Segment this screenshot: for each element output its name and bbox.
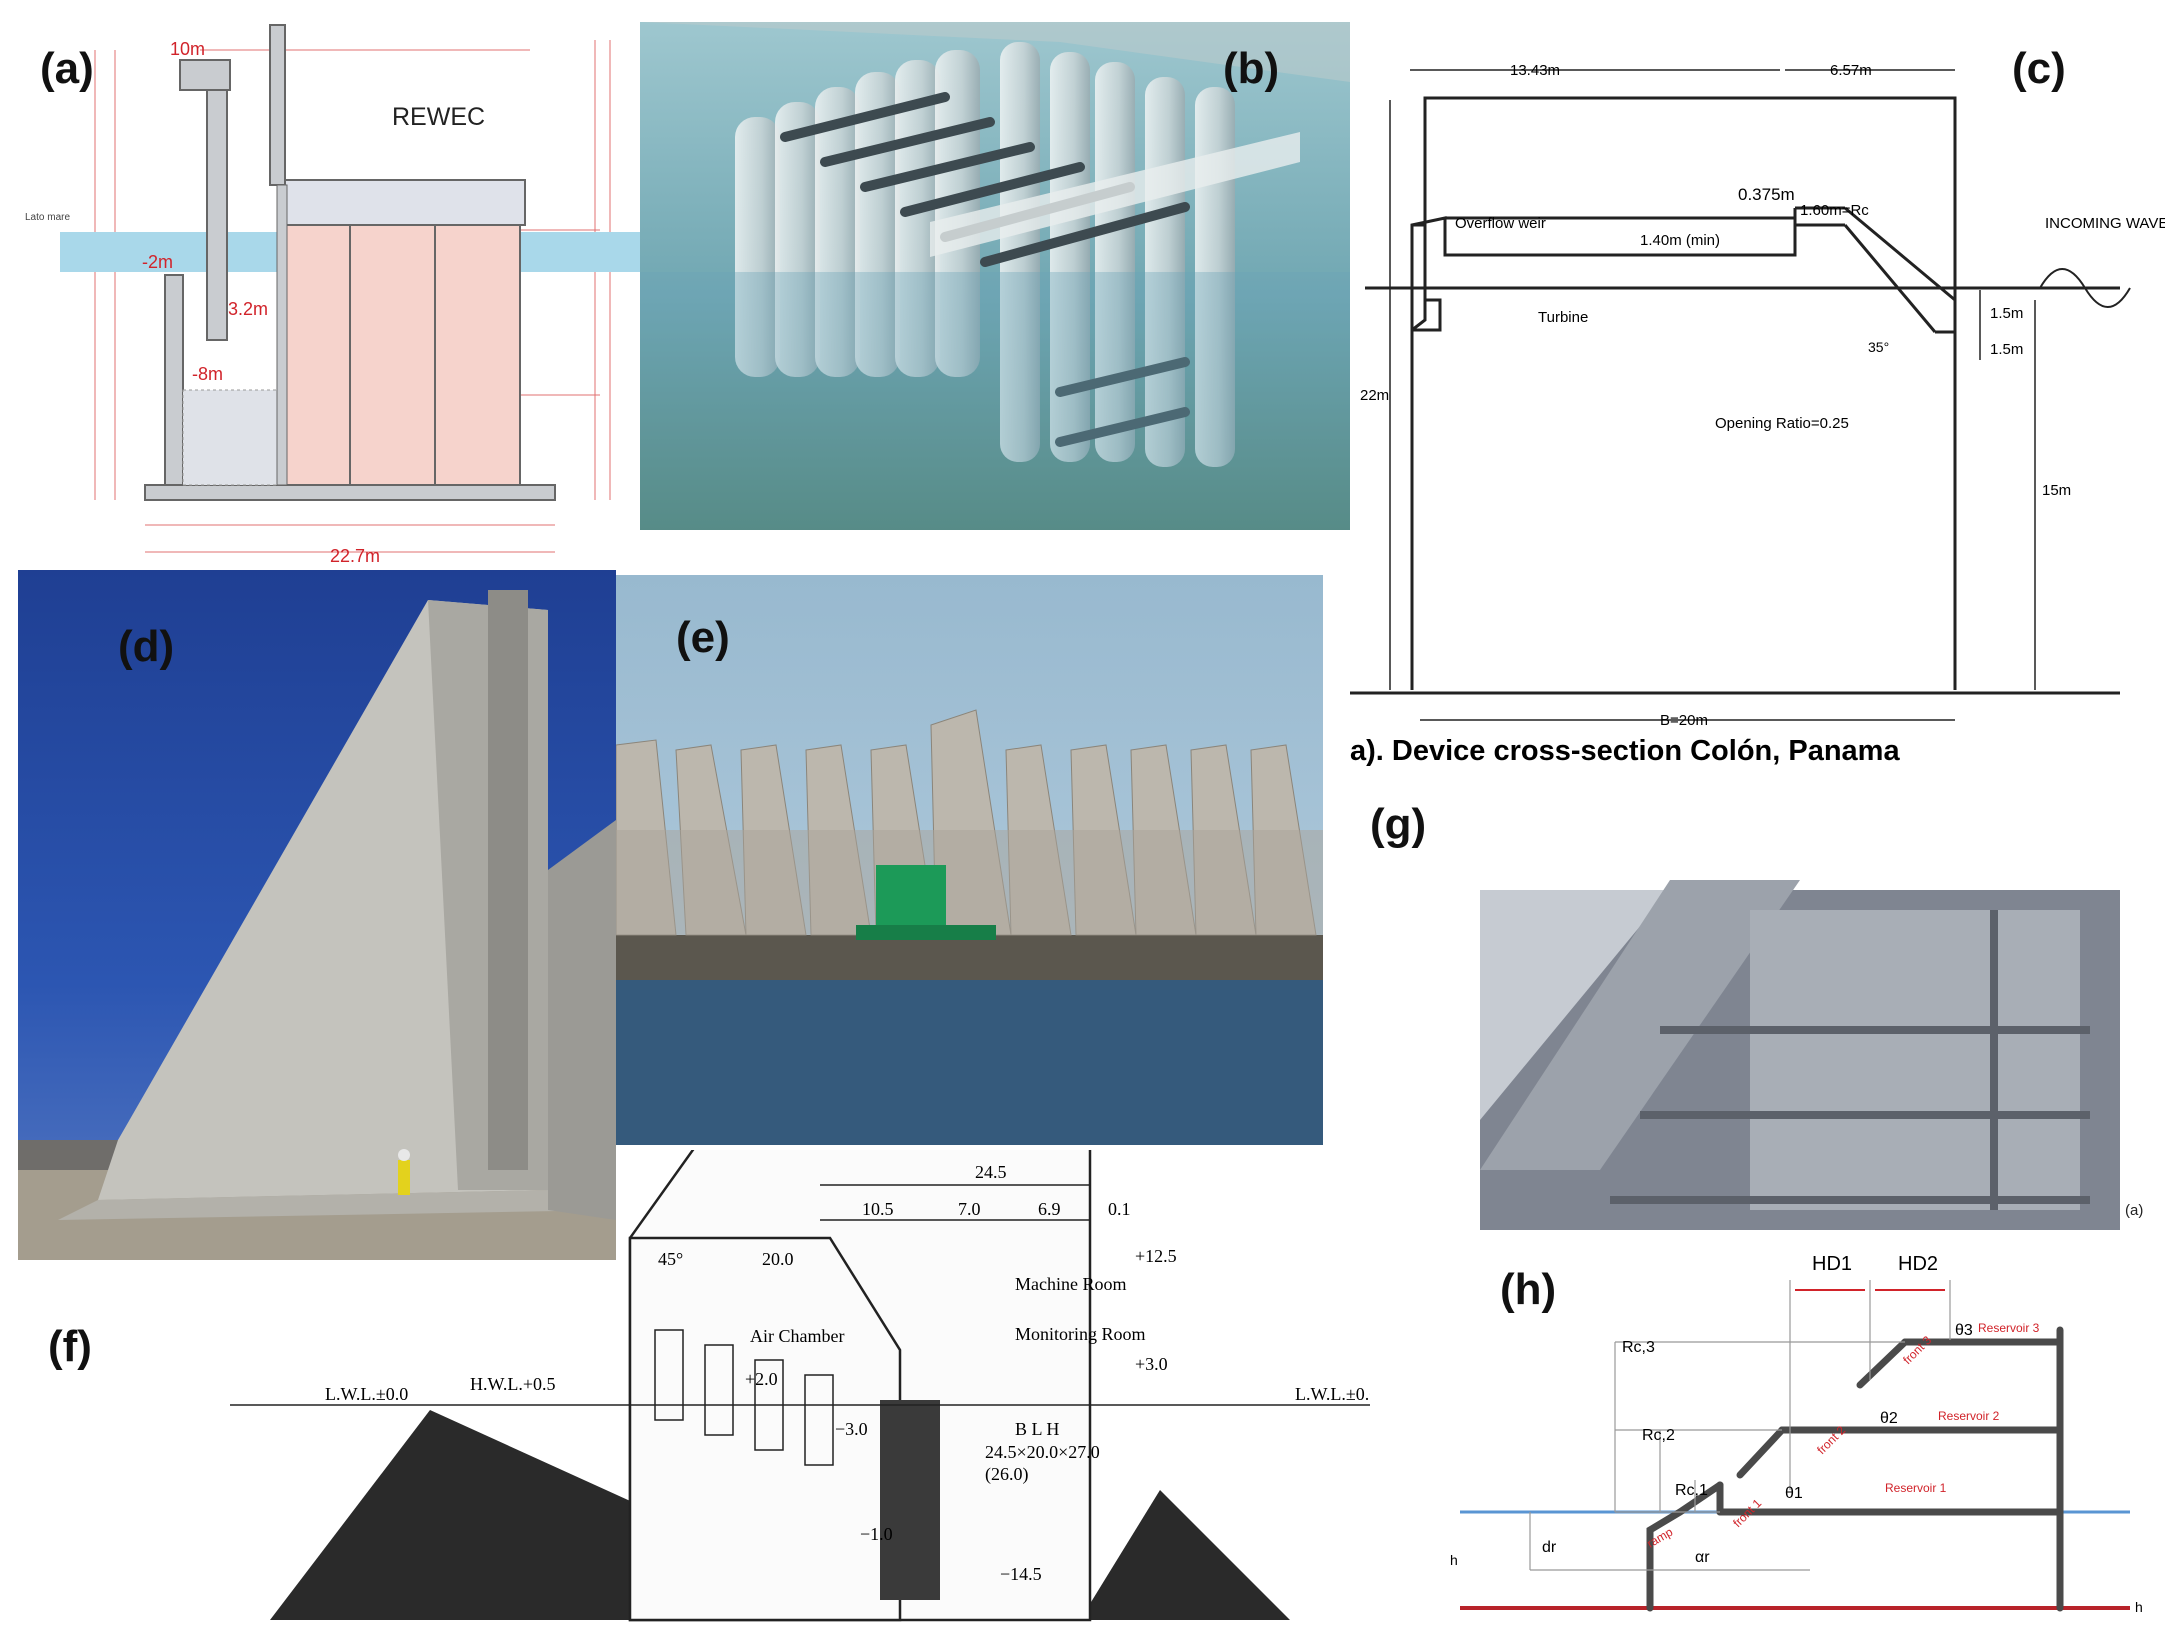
harbour-photo [616, 709, 1323, 1145]
panel-d: (d) [18, 570, 616, 1260]
sea-label: Lato mare [25, 212, 70, 223]
f-dim-245: 24.5 [975, 1162, 1007, 1182]
dim-rc: 1.60m=Rc [1800, 202, 1869, 219]
label-f: (f) [48, 1322, 92, 1371]
f-dims-line: 24.5×20.0×27.0 [985, 1442, 1100, 1462]
hwl: H.W.L.+0.5 [470, 1374, 555, 1394]
reservoir1-label: Reservoir 1 [1885, 1481, 1947, 1495]
dr-label: dr [1542, 1539, 1557, 1556]
alpha-label: αr [1695, 1549, 1710, 1566]
h-left-label: h [1450, 1552, 1458, 1568]
f-bhl: B L H [1015, 1419, 1059, 1439]
dim-top: 10m [170, 39, 205, 59]
lwl-right: L.W.L.±0.0 [1295, 1384, 1370, 1404]
sakata-drawing: 24.5 20.0 10.5 7.0 6.9 0.1 45° +12.5 Mac… [230, 1150, 1370, 1622]
f-dim-01: 0.1 [1108, 1199, 1131, 1219]
rc2-label: Rc,2 [1642, 1427, 1675, 1444]
lwl-left: L.W.L.±0.0 [325, 1384, 408, 1404]
front3-label: front 3 [1900, 1333, 1934, 1367]
dim-0375: 0.375m [1738, 185, 1795, 204]
panel-e: (e) [616, 575, 1323, 1145]
breakwater-render [640, 22, 1350, 530]
turbine-label: Turbine [1538, 309, 1588, 326]
h-right-label: h [2135, 1599, 2143, 1615]
rc3-label: Rc,3 [1622, 1339, 1655, 1356]
panel-c: 13.43m 6.57m 0.375m 1.60m=Rc Overflow we… [1350, 0, 2165, 790]
label-d: (d) [118, 622, 175, 671]
f-minus145: −14.5 [1000, 1564, 1042, 1584]
f-dims-paren: (26.0) [985, 1464, 1029, 1485]
angle-35: 35° [1868, 339, 1889, 355]
f-dim-105: 10.5 [862, 1199, 894, 1219]
multilevel-render: (a) [1480, 880, 2143, 1230]
theta3-label: θ3 [1955, 1322, 1973, 1339]
colon-cross-section: 13.43m 6.57m 0.375m 1.60m=Rc Overflow we… [1350, 62, 2165, 767]
f-dim-200: 20.0 [762, 1249, 794, 1269]
hd1-label: HD1 [1812, 1253, 1852, 1275]
dim-15b: 1.5m [1990, 341, 2023, 358]
panel-f: 24.5 20.0 10.5 7.0 6.9 0.1 45° +12.5 Mac… [0, 1150, 1370, 1632]
g-caption: (a) [2125, 1202, 2143, 1219]
label-b: (b) [1223, 44, 1280, 93]
f-plus20: +2.0 [745, 1369, 778, 1389]
reservoir3-label: Reservoir 3 [1978, 1321, 2040, 1335]
dim-15: 15m [2042, 482, 2071, 499]
dim-15a: 1.5m [1990, 305, 2023, 322]
theta2-label: θ2 [1880, 1410, 1898, 1427]
dim-140: 1.40m (min) [1640, 232, 1720, 249]
f-plus30: +3.0 [1135, 1354, 1168, 1374]
colon-caption: a). Device cross-section Colón, Panama [1350, 735, 1900, 767]
panel-b: (b) [640, 22, 1350, 530]
theta1-label: θ1 [1785, 1485, 1803, 1502]
dim-657: 6.57m [1830, 62, 1872, 79]
label-c: (c) [2012, 44, 2066, 93]
overflow-weir-label: Overflow weir [1455, 215, 1546, 232]
dim-3-2: 3.2m [228, 299, 268, 319]
label-a: (a) [40, 44, 94, 93]
machine-room: Machine Room [1015, 1274, 1126, 1294]
opening-ratio: Opening Ratio=0.25 [1715, 415, 1849, 432]
dim-b: B=20m [1660, 712, 1708, 729]
label-g: (g) [1370, 800, 1427, 849]
hd2-label: HD2 [1898, 1253, 1938, 1275]
panel-g: (g) (a) [1370, 790, 2165, 1230]
panel-h: HD1 HD2 Rc,3 Rc,2 Rc,1 θ3 θ2 θ1 Reservoi… [1450, 1230, 2165, 1632]
reservoir2-label: Reservoir 2 [1938, 1409, 2000, 1423]
incoming-wave-label: INCOMING WAVE [2045, 215, 2165, 232]
f-minus100: −1.0 [860, 1524, 893, 1544]
f-dim-70: 7.0 [958, 1199, 981, 1219]
monitoring-room: Monitoring Room [1015, 1324, 1146, 1344]
dim-minus2: -2m [142, 252, 173, 272]
panel-a: 10m REWEC Lato mare -2m 3.2m -8m 22.7m (… [0, 0, 640, 570]
f-plus125: +12.5 [1135, 1246, 1177, 1266]
label-h: (h) [1500, 1265, 1557, 1314]
ssg-schematic: HD1 HD2 Rc,3 Rc,2 Rc,1 θ3 θ2 θ1 Reservoi… [1450, 1253, 2143, 1615]
rc1-label: Rc,1 [1675, 1482, 1708, 1499]
rewec-drawing: 10m REWEC Lato mare -2m 3.2m -8m 22.7m [25, 24, 640, 566]
label-e: (e) [676, 613, 730, 662]
dim-22: 22m [1360, 387, 1389, 404]
f-dim-69: 6.9 [1038, 1199, 1061, 1219]
air-chamber: Air Chamber [750, 1326, 844, 1346]
dim-1343: 13.43m [1510, 62, 1560, 79]
dim-minus8: -8m [192, 364, 223, 384]
f-angle45: 45° [658, 1249, 683, 1269]
f-minus30: −3.0 [835, 1419, 868, 1439]
rewec-title: REWEC [392, 103, 485, 131]
caisson-photo [18, 590, 616, 1260]
dim-bottom: 22.7m [330, 546, 380, 566]
